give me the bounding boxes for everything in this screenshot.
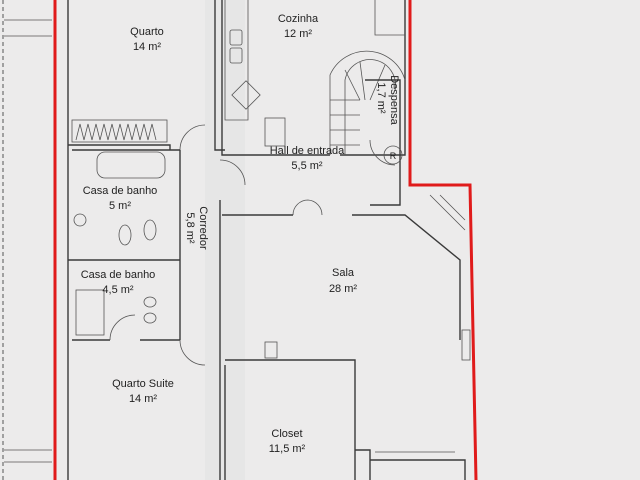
neighbour-walls (4, 19, 52, 463)
room-casa-de-banho-1: Casa de banho 5 m² (83, 185, 158, 212)
room-name: Quarto Suite (112, 378, 174, 390)
room-name: Sala (332, 267, 355, 279)
room-name: Casa de banho (81, 269, 156, 281)
room-name: Casa de banho (83, 185, 158, 197)
room-sala: Sala 28 m² (329, 267, 357, 295)
room-casa-de-banho-2: Casa de banho 4,5 m² (81, 269, 156, 296)
room-name: Quarto (130, 26, 164, 38)
room-hall-de-entrada: Hall de entrada 5,5 m² (270, 145, 345, 172)
room-area: 14 m² (133, 41, 161, 53)
room-area: 1,7 m² (375, 82, 387, 114)
room-area: 5,5 m² (291, 160, 323, 172)
room-name: Cozinha (278, 13, 319, 25)
room-area: 14 m² (129, 393, 157, 405)
room-area: 11,5 m² (269, 443, 306, 455)
room-area: 5,8 m² (184, 212, 196, 244)
room-area: 4,5 m² (102, 284, 134, 296)
room-quarto-suite: Quarto Suite 14 m² (112, 378, 174, 405)
room-corredor: Corredor 5,8 m² (184, 206, 209, 250)
room-name: Corredor (197, 206, 209, 250)
property-boundary-right (408, 0, 478, 480)
room-despensa: Despensa 1,7 m² (375, 75, 400, 125)
room-name: Despensa (388, 75, 400, 125)
fridge-label: R (390, 151, 397, 161)
room-name: Closet (271, 428, 302, 440)
room-name: Hall de entrada (270, 145, 345, 157)
room-closet: Closet 11,5 m² (269, 428, 306, 455)
room-cozinha: Cozinha 12 m² (278, 13, 319, 40)
room-area: 28 m² (329, 283, 357, 295)
fridge-symbol (383, 145, 403, 165)
room-area: 12 m² (284, 28, 312, 40)
room-quarto: Quarto 14 m² (130, 26, 164, 53)
room-area: 5 m² (109, 200, 131, 212)
walls: R (67, 0, 471, 480)
